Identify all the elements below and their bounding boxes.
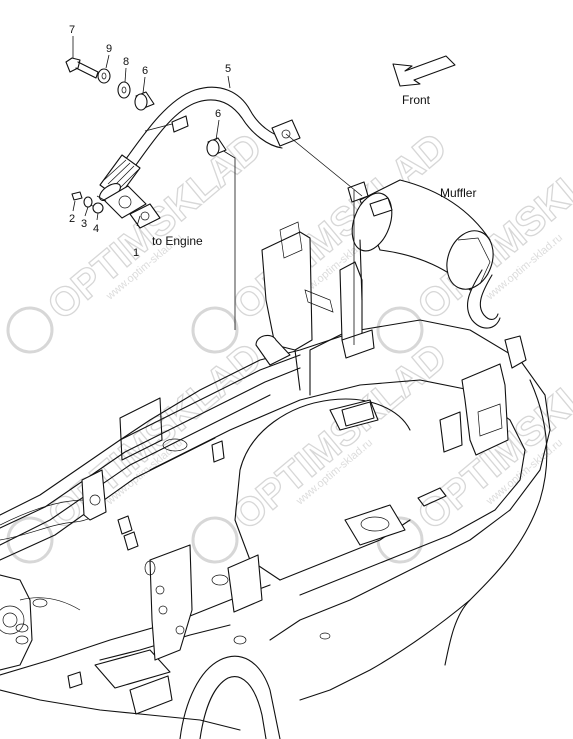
exhaust-pipe xyxy=(99,86,301,229)
front-label: Front xyxy=(402,93,431,107)
hardware xyxy=(65,57,227,214)
part-number-labels: 7 9 8 6 5 6 2 3 4 1 xyxy=(69,24,231,259)
part-number-5: 5 xyxy=(225,63,231,75)
to-engine-label: to Engine xyxy=(152,234,203,248)
muffler-label: Muffler xyxy=(440,186,476,200)
part-number-6: 6 xyxy=(142,65,148,77)
part-number-8: 8 xyxy=(123,56,129,68)
part-number-2: 2 xyxy=(69,213,75,225)
part-number-3: 3 xyxy=(81,218,87,230)
part-number-1: 1 xyxy=(133,247,139,259)
muffler xyxy=(347,179,501,329)
part-number-7: 7 xyxy=(69,24,75,36)
machine-frame xyxy=(0,221,551,739)
front-arrow-icon xyxy=(392,55,456,87)
part-number-6: 6 xyxy=(215,108,221,120)
part-number-9: 9 xyxy=(106,43,112,55)
part-number-4: 4 xyxy=(93,223,99,235)
bellows xyxy=(99,154,141,202)
